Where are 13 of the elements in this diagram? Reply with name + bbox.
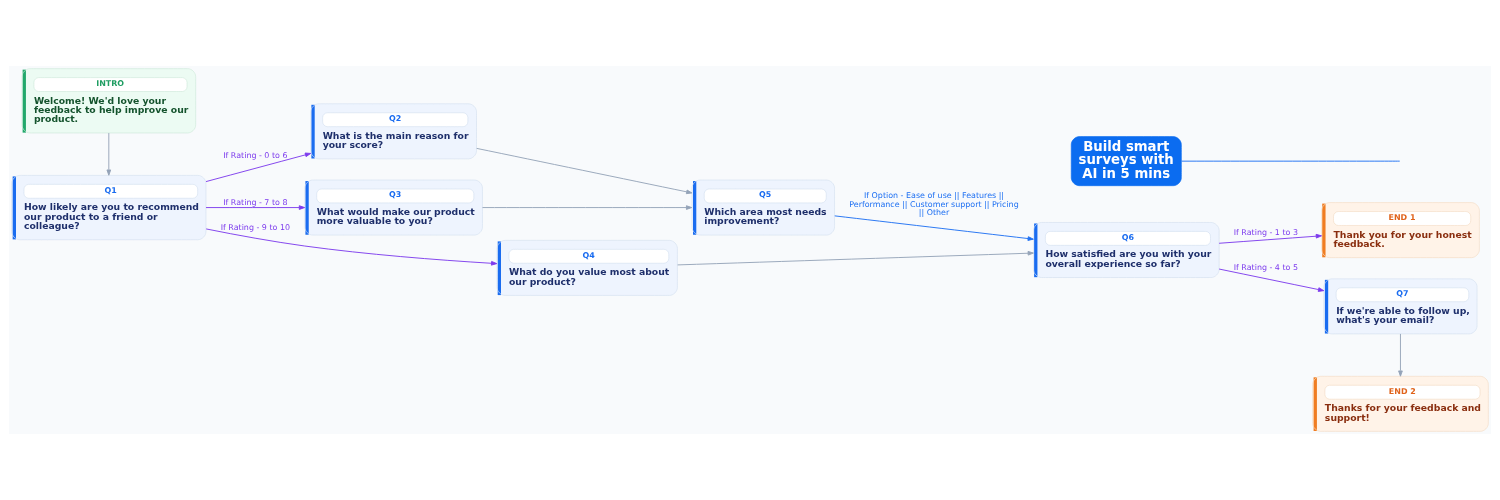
arrow [677, 250, 1034, 266]
arrow [834, 215, 1034, 241]
arrow [1218, 233, 1322, 244]
arrow [205, 152, 312, 183]
arrow [1218, 268, 1325, 292]
arrow [1398, 333, 1403, 377]
node-box: Build smart surveys with AI in 5 mins [1070, 136, 1182, 186]
arrow [205, 228, 498, 266]
connector [1181, 160, 1401, 162]
arrow [476, 147, 693, 195]
arrow [205, 205, 306, 210]
arrow [482, 205, 693, 210]
arrow [106, 132, 112, 176]
